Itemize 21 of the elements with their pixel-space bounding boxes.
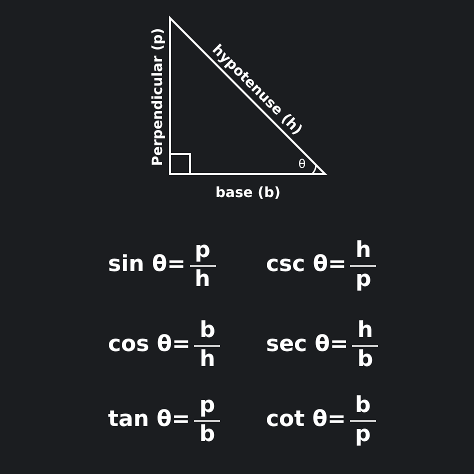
- denominator: p: [356, 269, 372, 291]
- numerator: p: [199, 395, 216, 417]
- function-label: csc θ=: [266, 254, 346, 276]
- numerator: h: [356, 240, 372, 262]
- denominator: b: [357, 349, 374, 371]
- denominator: h: [194, 269, 210, 291]
- numerator: h: [357, 320, 374, 342]
- side-label: base (b): [216, 186, 280, 200]
- numerator: p: [194, 240, 210, 262]
- denominator: h: [200, 349, 216, 371]
- function-label: sec θ=: [266, 334, 348, 356]
- numerator: b: [355, 395, 371, 417]
- function-label: cos θ=: [108, 334, 190, 356]
- denominator: b: [199, 424, 216, 446]
- angle-label: θ: [298, 158, 306, 170]
- function-label: cot θ=: [266, 409, 346, 431]
- side-label: Perpendicular (p): [151, 28, 165, 166]
- denominator: p: [355, 424, 371, 446]
- function-label: tan θ=: [108, 409, 190, 431]
- function-label: sin θ=: [108, 254, 186, 276]
- numerator: b: [200, 320, 216, 342]
